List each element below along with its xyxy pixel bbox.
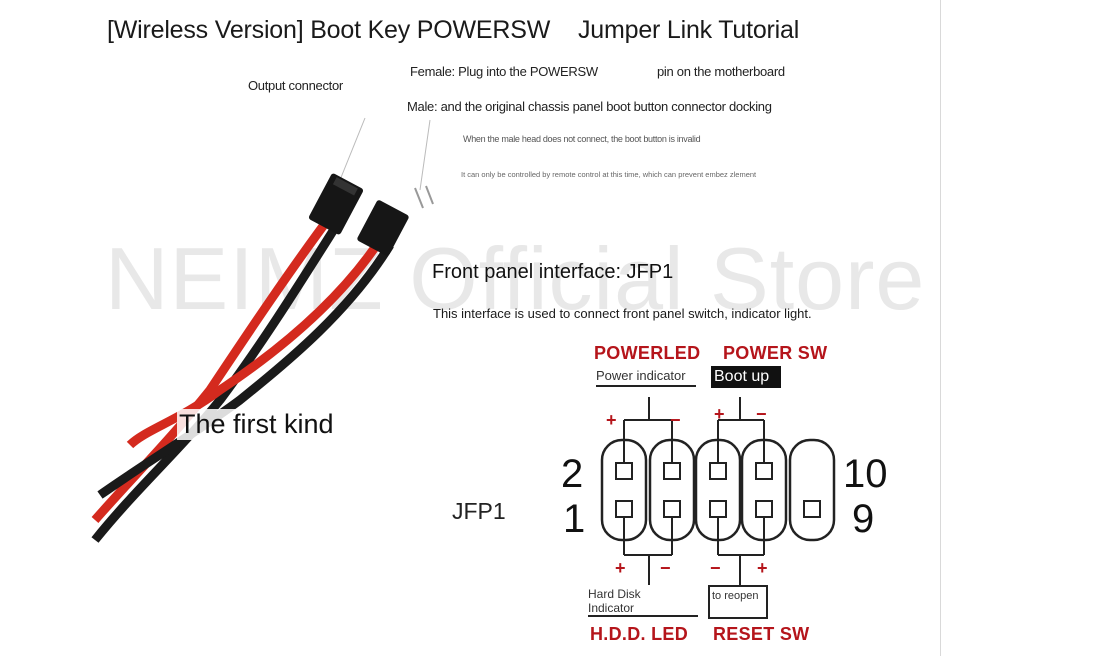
cable-red-1 (91, 207, 339, 523)
pin-number-2: 2 (561, 452, 584, 496)
pin-3 (663, 500, 681, 518)
output-connector-label: Output connector (248, 78, 343, 93)
page-title-right: Jumper Link Tutorial (578, 16, 800, 44)
female-connector-text: Female: Plug into the POWERSW (410, 64, 598, 79)
side-panel (940, 0, 1101, 656)
pin-number-9: 9 (852, 497, 875, 541)
pin-5 (709, 500, 727, 518)
cable-black-1 (91, 209, 349, 543)
page-title: [Wireless Version] Boot Key POWERSW (107, 16, 551, 44)
hdd-indicator-line-2: Indicator (588, 601, 635, 615)
powerled-label: POWERLED (594, 343, 701, 363)
male-connector-text: Male: and the original chassis panel boo… (407, 99, 772, 114)
jfp1-pin-header (600, 397, 836, 585)
polarity-minus-reset: − (710, 558, 721, 578)
note-remote-only: It can only be controlled by remote cont… (461, 170, 757, 179)
polarity-plus-reset: + (757, 558, 768, 578)
pin-8 (755, 462, 773, 480)
pin-6 (709, 462, 727, 480)
pin-number-1: 1 (563, 497, 586, 541)
leader-line-female (339, 117, 366, 181)
pin-2 (615, 462, 633, 480)
pin-4 (663, 462, 681, 480)
polarity-minus-powersw: − (756, 404, 767, 424)
pin-7 (755, 500, 773, 518)
pin-1 (615, 500, 633, 518)
boot-up-box: Boot up (711, 366, 781, 388)
female-connector-text-tail: pin on the motherboard (657, 64, 785, 79)
jfp1-label: JFP1 (452, 498, 506, 524)
hdd-indicator-line-1: Hard Disk (588, 587, 641, 601)
male-connector (357, 200, 409, 256)
male-pin-2 (425, 185, 434, 205)
polarity-minus-hdd: − (660, 558, 671, 578)
polarity-minus-powerled: − (670, 410, 681, 430)
hdd-led-label: H.D.D. LED (590, 624, 689, 644)
cable-red-2 (126, 237, 384, 449)
cable-black-2 (97, 242, 394, 499)
male-pin-1 (414, 187, 424, 209)
note-invalid: When the male head does not connect, the… (463, 134, 701, 144)
power-indicator-box: Power indicator (596, 368, 696, 387)
cable-illustration (91, 117, 434, 543)
polarity-plus-powersw: + (714, 404, 725, 424)
power-sw-label: POWER SW (723, 343, 828, 363)
female-connector-top (332, 177, 358, 196)
polarity-plus-hdd: + (615, 558, 626, 578)
kind-label: The first kind (177, 409, 336, 440)
front-panel-description: This interface is used to connect front … (433, 306, 812, 321)
watermark: NEIMZ Official Store (105, 229, 926, 328)
front-panel-heading: Front panel interface: JFP1 (432, 261, 674, 283)
pin-9 (803, 500, 821, 518)
pin-column-5 (788, 438, 836, 542)
pin-number-10: 10 (843, 452, 888, 496)
leader-line-male (419, 119, 431, 191)
hdd-indicator-box: Hard Disk Indicator (588, 587, 698, 617)
reset-sw-label: RESET SW (713, 624, 810, 644)
polarity-plus-powerled: + (606, 410, 617, 430)
to-reopen-box: to reopen (708, 585, 768, 619)
